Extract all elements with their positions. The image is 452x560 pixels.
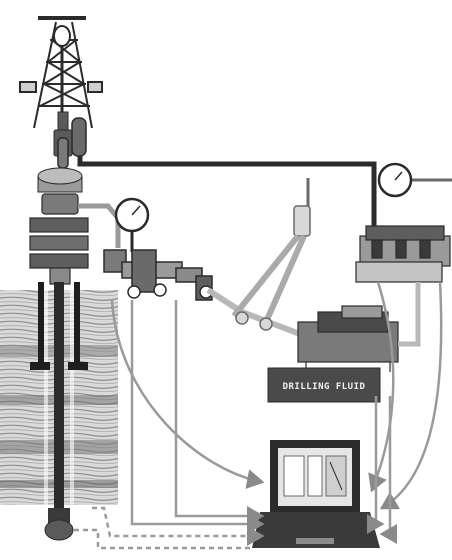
suction-line xyxy=(398,282,418,344)
return-line xyxy=(208,290,300,334)
mud-pump xyxy=(356,226,450,282)
drilling-fluid-tank xyxy=(298,306,398,372)
degasser-unit xyxy=(234,178,310,330)
pressure-gauge-standpipe xyxy=(116,199,148,252)
monitoring-laptop xyxy=(252,440,380,548)
drill-bit xyxy=(45,508,73,540)
drilling-fluid-text: DRILLING FLUID xyxy=(283,382,366,392)
choke-manifold xyxy=(104,250,212,300)
rotary-table xyxy=(38,168,82,192)
drilling-fluid-label: DRILLING FLUID xyxy=(268,368,380,402)
pressure-gauge-pump xyxy=(379,164,452,196)
